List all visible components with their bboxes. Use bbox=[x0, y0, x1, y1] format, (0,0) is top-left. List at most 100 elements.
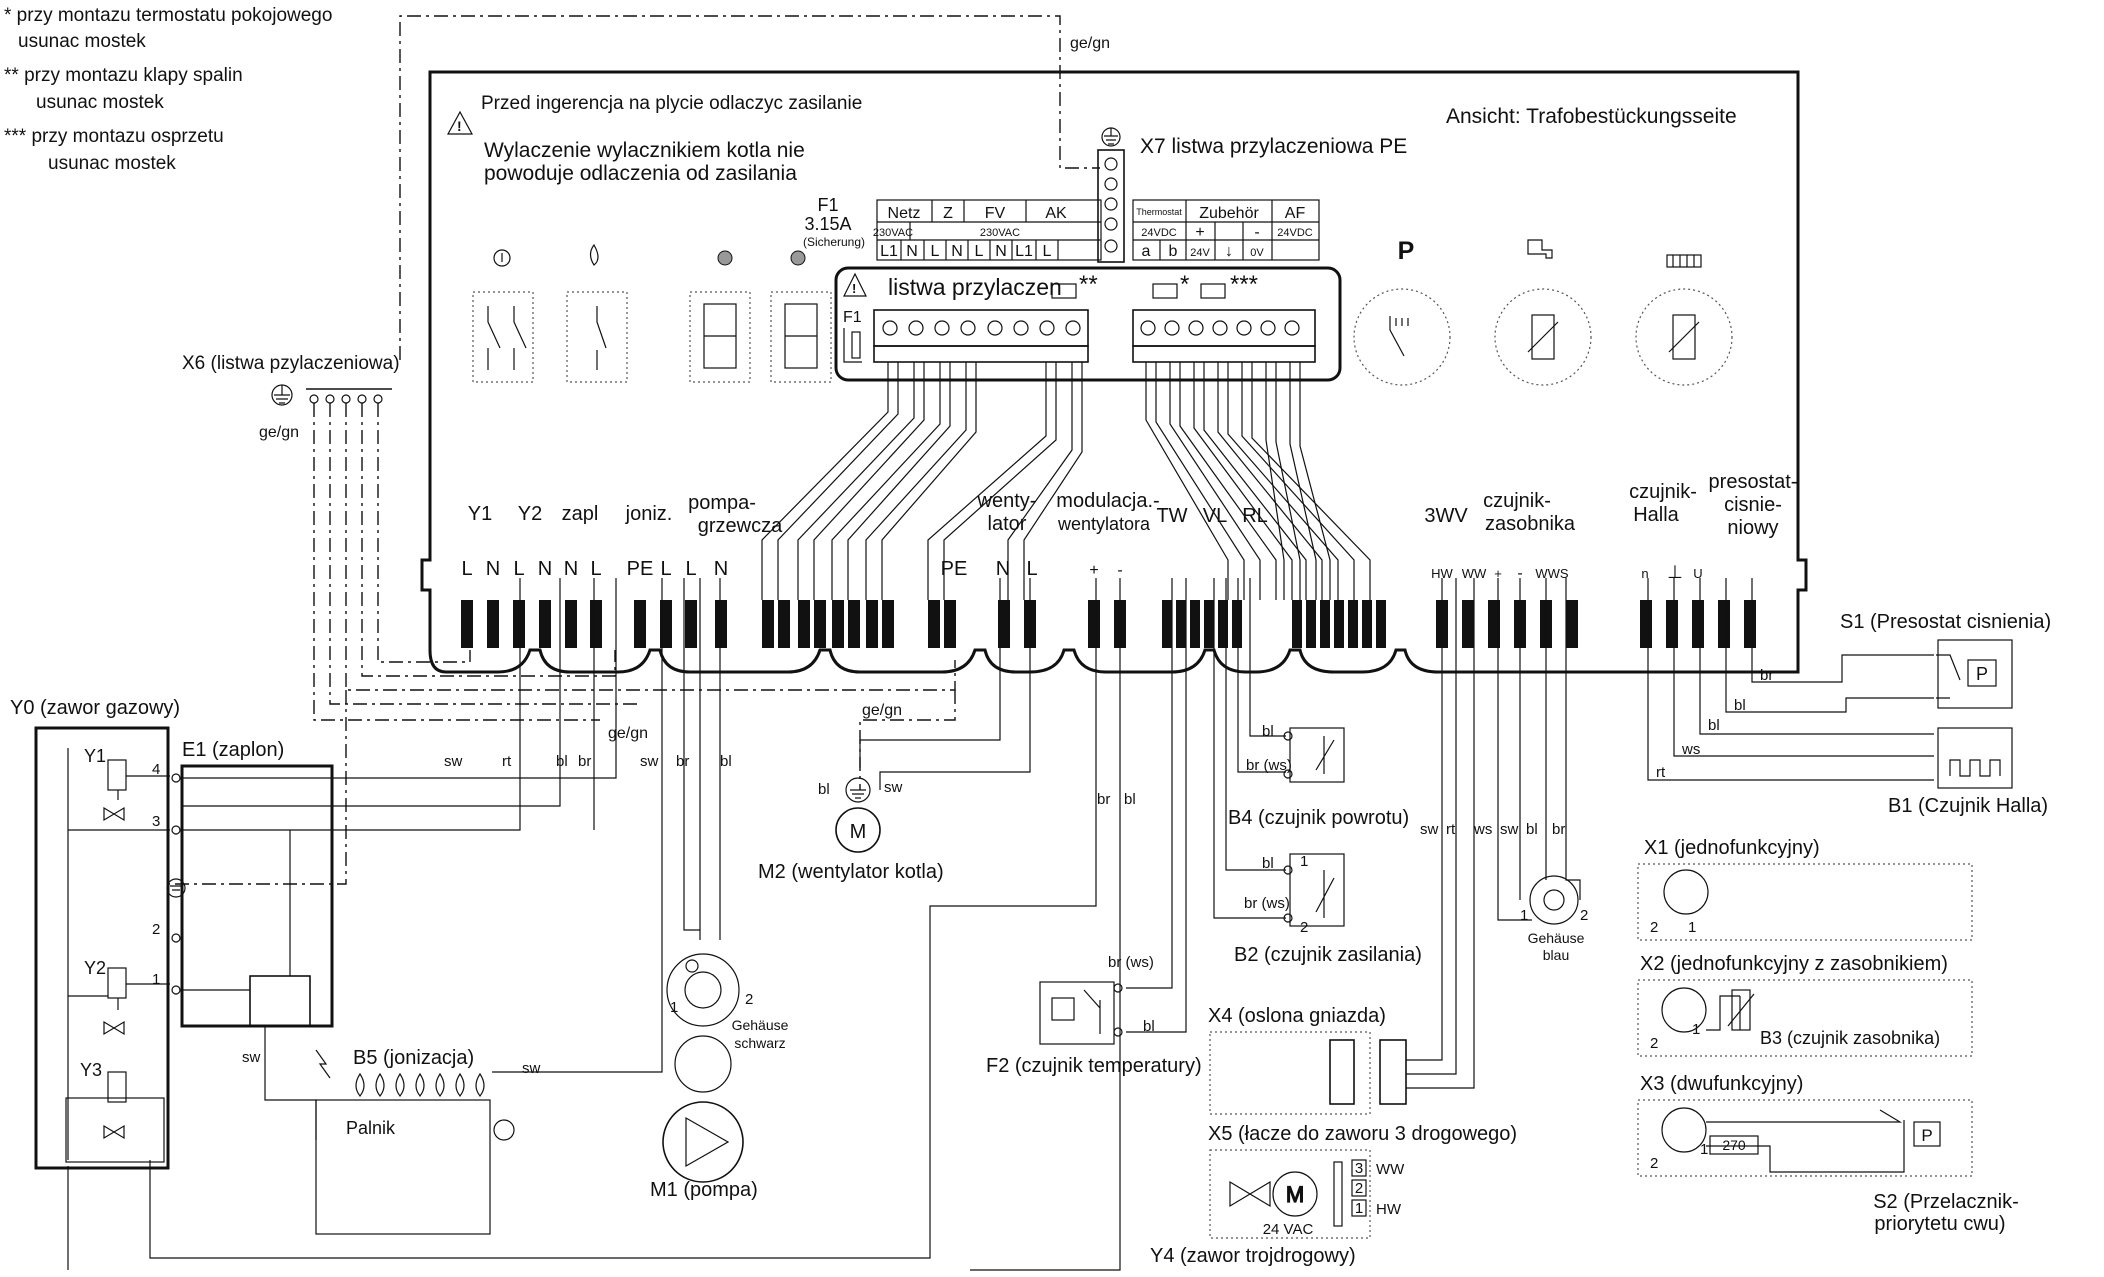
pin-l-4: N bbox=[564, 558, 578, 580]
x6-strip bbox=[271, 384, 392, 406]
e1-pin-3: 3 bbox=[152, 813, 160, 830]
x3-label: X3 (dwufunkcyjny) bbox=[1640, 1073, 1803, 1095]
y3-coil bbox=[107, 1071, 127, 1103]
y4-voltage: 24 VAC bbox=[1263, 1221, 1314, 1238]
fuse-note: (Sicherung) bbox=[803, 235, 865, 249]
m2-label: M2 (wentylator kotla) bbox=[758, 861, 944, 883]
x3-resistor: 270 bbox=[1722, 1137, 1746, 1153]
flame-row-icon bbox=[355, 1072, 485, 1097]
lbl-3wv: 3WV bbox=[1424, 505, 1468, 527]
warning-icon-strip: ! bbox=[843, 272, 867, 297]
main-switch bbox=[472, 291, 534, 383]
y4-pin-3: 3 bbox=[1355, 1160, 1363, 1177]
wire-bl-dhw: bl bbox=[1526, 821, 1538, 838]
fuse-name: F1 bbox=[817, 195, 838, 215]
y2-coil bbox=[107, 967, 127, 999]
x2-label: X2 (jednofunkcyjny z zasobnikiem) bbox=[1640, 953, 1948, 975]
x1-pin-2: 2 bbox=[1650, 919, 1658, 936]
indicator-led-2 bbox=[790, 250, 806, 266]
lbl-wentylator-1: wenty- bbox=[977, 490, 1037, 512]
note-1b: usunac mostek bbox=[18, 31, 146, 52]
housing-black-1: Gehäuse bbox=[732, 1017, 789, 1033]
burner-label: Palnik bbox=[346, 1118, 396, 1138]
lbl-rl: RL bbox=[1242, 505, 1268, 527]
pulse-icon bbox=[1949, 759, 2001, 777]
tl-pin-2: L bbox=[931, 243, 940, 260]
front-panel: P bbox=[472, 237, 1733, 386]
note-2: ** przy montazu klapy spalin bbox=[4, 65, 243, 86]
note-3: *** przy montazu osprzetu bbox=[4, 126, 224, 147]
wire-ws-dhw: ws bbox=[1473, 821, 1492, 838]
left-wire-labels: sw rt bl br sw br bl sw sw bbox=[242, 753, 732, 1077]
note-3b: usunac mostek bbox=[48, 153, 176, 174]
blue-pin-2: 2 bbox=[1580, 907, 1588, 924]
e1-pin-1: 1 bbox=[152, 971, 160, 988]
x3-box bbox=[1637, 1099, 1973, 1177]
tap-icon bbox=[1527, 239, 1553, 259]
lbl-y1: Y1 bbox=[468, 503, 492, 525]
indicator-led-1 bbox=[717, 250, 733, 266]
wire-bl-2: bl bbox=[720, 753, 732, 770]
e1-pin-numbers: 4 3 2 1 bbox=[152, 761, 160, 988]
wire-rt-1: rt bbox=[502, 753, 512, 770]
s1-label: S1 (Presostat cisnienia) bbox=[1840, 611, 2051, 633]
y0-box bbox=[34, 726, 170, 1170]
x3-wires bbox=[1706, 1109, 1905, 1173]
hall-wires bbox=[1647, 578, 1934, 781]
strip-mark-1: * bbox=[1180, 271, 1189, 298]
connector-strip: ! listwa przylaczen ** * *** F1 bbox=[834, 266, 1342, 382]
wire-sw-2: sw bbox=[640, 753, 659, 770]
dhw-sensor-wires bbox=[1497, 578, 1581, 921]
svg-text:!: ! bbox=[457, 118, 462, 134]
ge-gn-label-top: ge/gn bbox=[1070, 35, 1110, 52]
tl-pin-6: L1 bbox=[1015, 243, 1033, 260]
blue-pin-1: 1 bbox=[1520, 907, 1528, 924]
radiator-icon bbox=[1666, 254, 1702, 268]
fuse-value: 3.15A bbox=[804, 214, 851, 234]
x4-box bbox=[1209, 1031, 1371, 1115]
y2-label: Y2 bbox=[84, 958, 106, 978]
spark-icon bbox=[315, 1049, 331, 1079]
wire-bl-hall: bl bbox=[1708, 717, 1720, 734]
wire-br-dhw: br bbox=[1552, 821, 1565, 838]
left-signal-wires bbox=[182, 578, 721, 1073]
pin-m-3: + bbox=[1089, 562, 1098, 579]
tl-pin-3: N bbox=[951, 243, 963, 260]
y0-internal-wires bbox=[67, 748, 170, 1160]
b2-pin-1: 1 bbox=[1300, 853, 1308, 870]
b1-box bbox=[1937, 727, 2013, 789]
b5-wire bbox=[264, 1026, 317, 1140]
dhw-wire-labels: sw rt ws sw bl br bbox=[1420, 821, 1565, 838]
pin-m-1: N bbox=[996, 558, 1010, 580]
tr-group-1: Zubehör bbox=[1199, 205, 1259, 222]
display-digit-1 bbox=[689, 291, 751, 383]
wire-bl-b4: bl bbox=[1262, 723, 1274, 740]
e1-pin-2: 2 bbox=[152, 921, 160, 938]
tr-row2-0: 24VDC bbox=[1141, 227, 1177, 239]
strip-label: listwa przylaczen bbox=[888, 274, 1062, 300]
pin-l-6: PE bbox=[627, 558, 654, 580]
s2-label-1: S2 (Przelacznik- bbox=[1873, 1191, 2019, 1213]
y4-pin-1: 1 bbox=[1355, 1200, 1363, 1217]
x7-label: X7 listwa przylaczeniowa PE bbox=[1140, 135, 1407, 158]
pin-l-1: N bbox=[486, 558, 500, 580]
tr-pin-0: a bbox=[1142, 243, 1151, 260]
dhw-plug-blue bbox=[1529, 875, 1579, 925]
tr-pin-1: b bbox=[1169, 243, 1178, 260]
pin-r-0: HW bbox=[1431, 566, 1453, 581]
m1-pump-icon bbox=[662, 1101, 744, 1183]
y4-label: Y4 (zawor trojdrogowy) bbox=[1150, 1245, 1356, 1267]
fuse-inner-label: F1 bbox=[843, 309, 862, 326]
y4-port-hw: HW bbox=[1376, 1201, 1402, 1218]
lbl-czujnik-2: zasobnika bbox=[1485, 513, 1576, 535]
x6-ground-wires bbox=[168, 403, 956, 885]
svg-text:M: M bbox=[1286, 1182, 1304, 1207]
x4-socket bbox=[1329, 1039, 1355, 1105]
pin-r-1: WW bbox=[1462, 566, 1487, 581]
x2-wire bbox=[1706, 995, 1741, 1031]
x2-pin-1: 1 bbox=[1692, 1021, 1700, 1038]
x1-label: X1 (jednofunkcyjny) bbox=[1644, 837, 1820, 859]
pin-letters: L N L N N L PE L L N PE N L + - HW WW + … bbox=[461, 558, 1702, 582]
x7-pe-strip bbox=[1097, 127, 1125, 263]
